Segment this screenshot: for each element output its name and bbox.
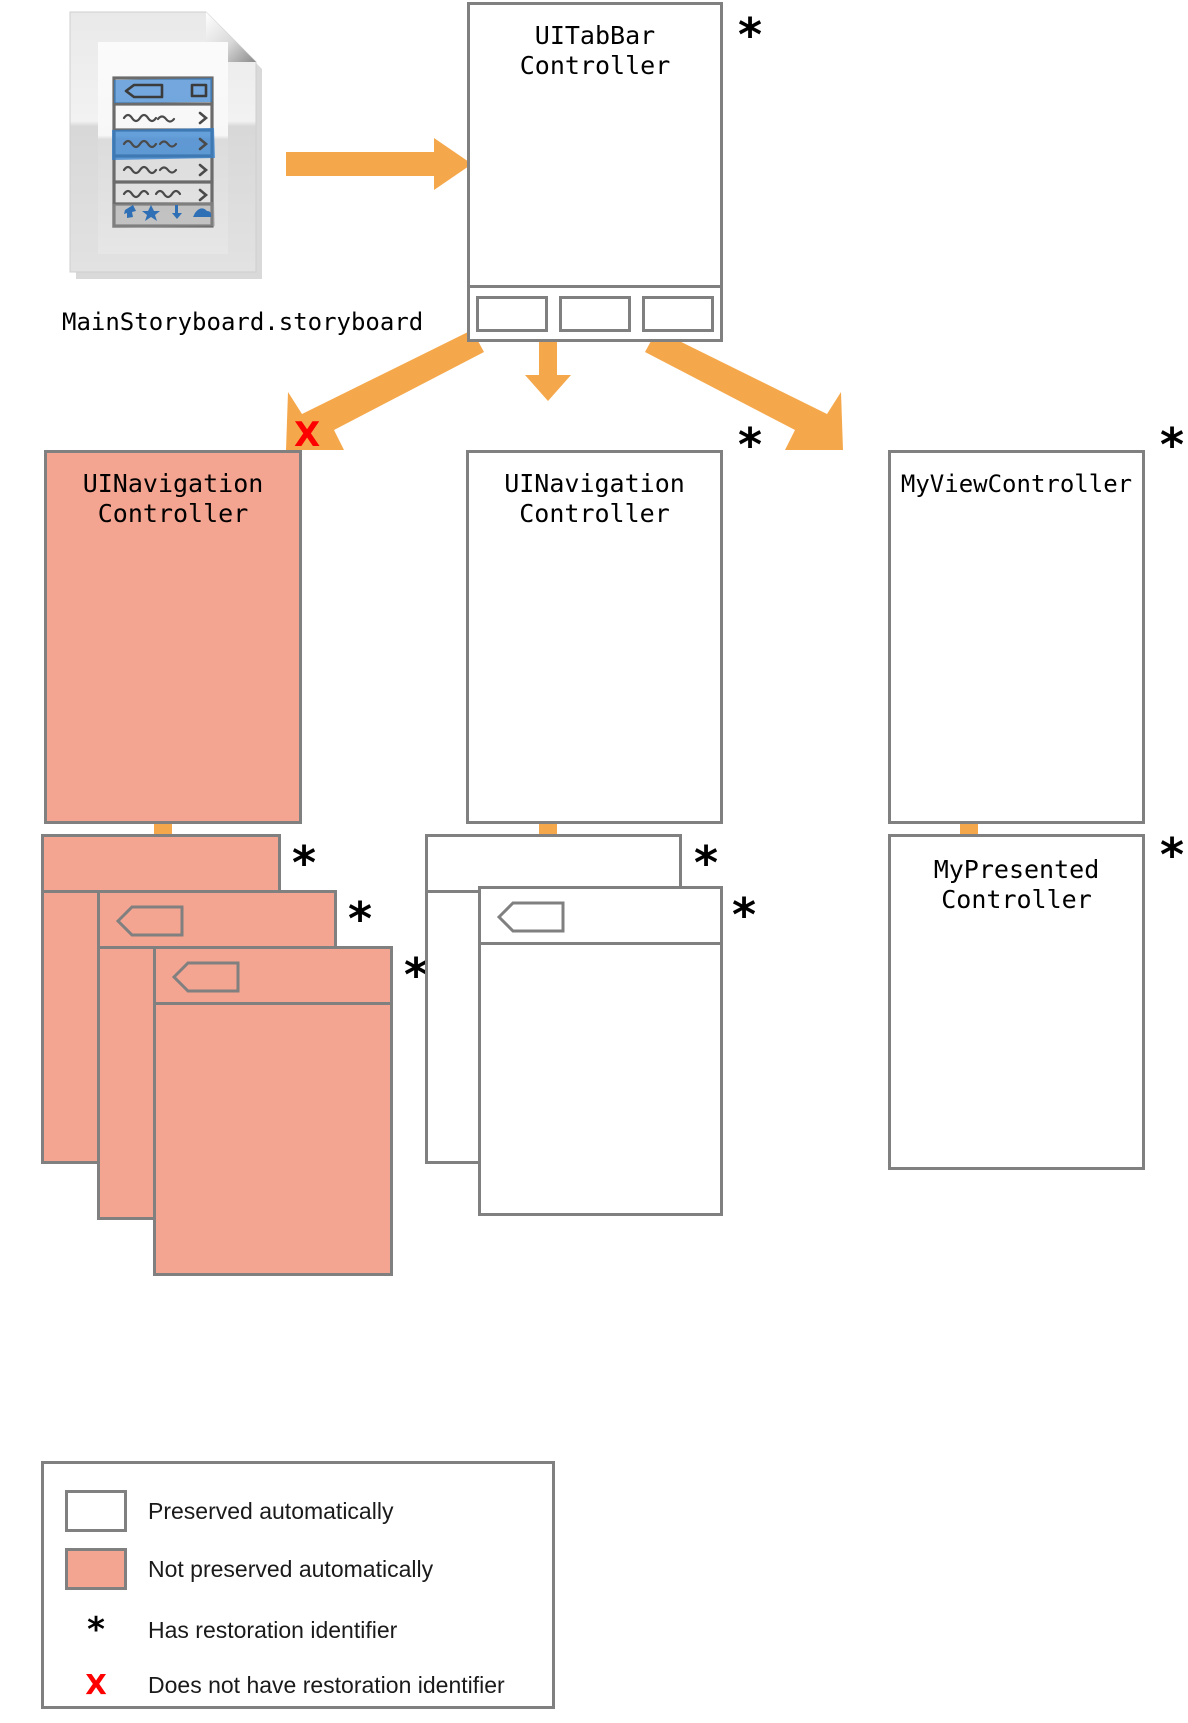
tabbar-item-2[interactable] [558, 295, 631, 332]
back-button-icon[interactable] [116, 905, 184, 937]
marker-star-left-stack-card-2: * [348, 892, 373, 946]
left-stack-card-2-navbar [100, 893, 334, 949]
node-uinavigationcontroller-left-label: UINavigation Controller [82, 469, 264, 528]
legend-label-no-identifier: Does not have restoration identifier [148, 1671, 505, 1698]
legend: Preserved automatically Not preserved au… [41, 1461, 555, 1709]
tabbar [470, 285, 720, 339]
legend-row-has-identifier: * Has restoration identifier [44, 1605, 552, 1655]
legend-swatch-preserved [44, 1490, 148, 1532]
left-stack-card-1-navbar [44, 837, 278, 893]
storyboard-document-icon: MainStoryboard.storyboard [62, 8, 423, 336]
middle-stack-card-2-navbar [481, 889, 720, 945]
left-stack-card-3-navbar [156, 949, 390, 1005]
left-stack-card-3[interactable] [153, 946, 393, 1276]
legend-row-not-preserved: Not preserved automatically [44, 1544, 552, 1594]
marker-star-uitabbarcontroller: * [738, 8, 763, 62]
node-myviewcontroller-label: MyViewController [900, 470, 1133, 498]
storyboard-caption: MainStoryboard.storyboard [62, 308, 424, 336]
node-myviewcontroller[interactable]: MyViewController [888, 450, 1145, 824]
back-button-icon[interactable] [497, 901, 565, 933]
legend-label-has-identifier: Has restoration identifier [148, 1616, 398, 1643]
swatch-white [65, 1490, 127, 1532]
marker-star-middle-stack-card-1: * [694, 836, 719, 890]
marker-star-mypresentedcontroller: * [1160, 828, 1185, 882]
middle-stack-card-2[interactable] [478, 886, 723, 1216]
legend-swatch-not-preserved [44, 1548, 148, 1590]
legend-label-preserved: Preserved automatically [148, 1497, 394, 1524]
marker-star-uinavigationcontroller-middle: * [738, 418, 763, 472]
middle-stack-card-1-navbar [428, 837, 679, 893]
tabbar-item-3[interactable] [642, 295, 715, 332]
legend-label-not-preserved: Not preserved automatically [148, 1555, 434, 1582]
marker-star-middle-stack-card-2: * [732, 888, 757, 942]
marker-star-left-stack-card-3: * [404, 948, 429, 1002]
node-uinavigationcontroller-middle-label: UINavigation Controller [504, 469, 685, 528]
node-uinavigationcontroller-middle[interactable]: UINavigation Controller [466, 450, 723, 824]
star-icon: * [87, 1610, 105, 1650]
arrow-storyboard-to-tabbar [286, 138, 472, 190]
legend-row-no-identifier: X Does not have restoration identifier [44, 1660, 552, 1710]
node-mypresentedcontroller-label: MyPresented Controller [933, 855, 1100, 914]
x-icon: X [85, 1668, 107, 1701]
back-button-icon[interactable] [172, 961, 240, 993]
legend-row-preserved: Preserved automatically [44, 1486, 552, 1536]
arrow-tabbar-to-myviewcontroller [645, 330, 843, 450]
node-uitabbarcontroller[interactable]: UITabBar Controller [467, 2, 723, 342]
legend-symbol-star: * [44, 1613, 148, 1647]
legend-symbol-x: X [44, 1671, 148, 1699]
arrow-tabbar-to-nav-left [286, 330, 484, 450]
node-uinavigationcontroller-left[interactable]: UINavigation Controller [44, 450, 302, 824]
swatch-salmon [65, 1548, 127, 1590]
node-mypresentedcontroller[interactable]: MyPresented Controller [888, 834, 1145, 1170]
arrow-tabbar-to-nav-middle [525, 333, 571, 401]
node-uitabbarcontroller-label: UITabBar Controller [519, 21, 671, 80]
marker-star-left-stack-card-1: * [292, 836, 317, 890]
marker-x-uinavigationcontroller-left: X [294, 415, 321, 455]
tabbar-item-1[interactable] [475, 295, 548, 332]
marker-star-myviewcontroller: * [1160, 418, 1185, 472]
